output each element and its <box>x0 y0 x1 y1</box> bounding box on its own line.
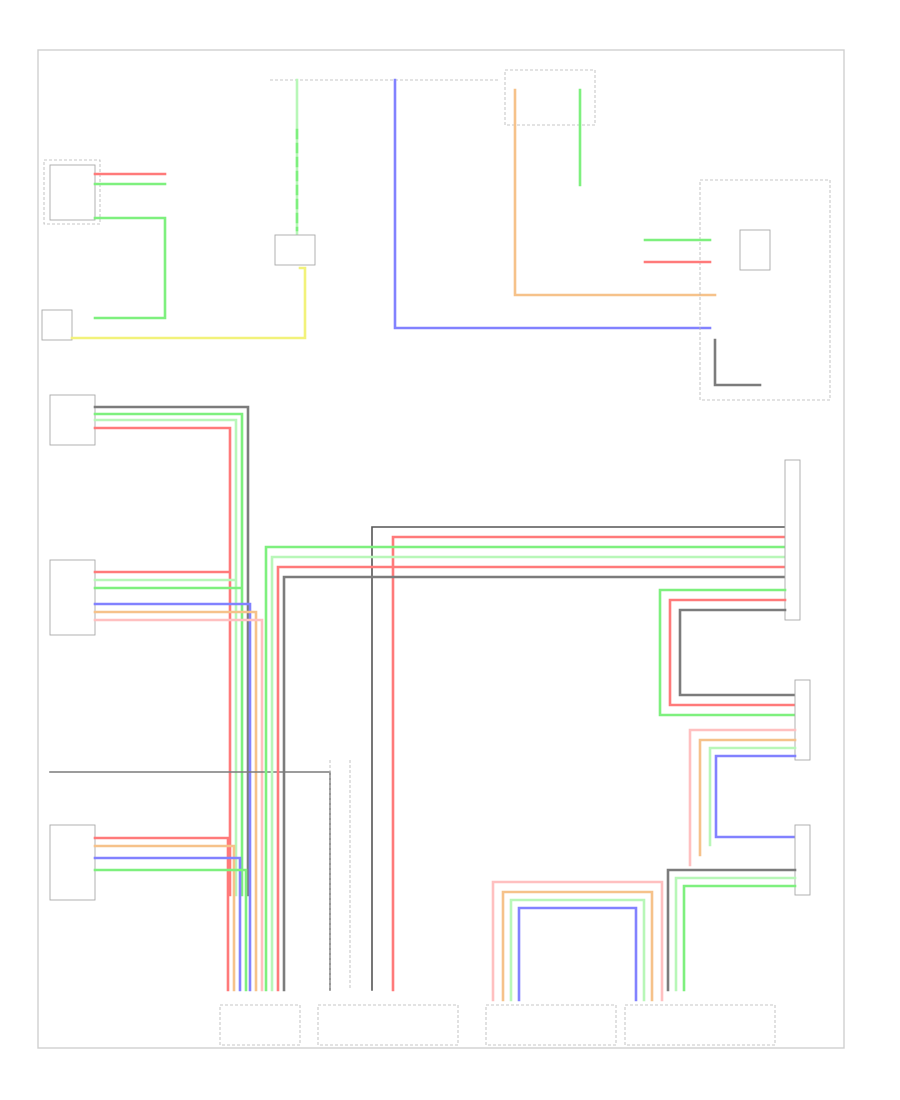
wire-orange-bottom-loop <box>501 890 654 1002</box>
wire-green-1 <box>93 412 244 897</box>
right-connector-lower <box>794 824 811 896</box>
left-sensor <box>41 309 73 341</box>
left-sensor-upper <box>49 394 96 446</box>
right-connector-upper <box>784 459 801 621</box>
wire-green-3 <box>93 868 248 992</box>
wire-green-loop <box>93 216 167 320</box>
wire-orange <box>513 88 717 297</box>
bottom-connector-left <box>219 1004 301 1046</box>
wire-gray-right-loop <box>678 608 797 697</box>
wire-lightgreen-1 <box>93 418 238 897</box>
wire-orange-3 <box>93 844 236 992</box>
wire-gray-bus <box>282 575 787 992</box>
wire-lightgreen-bus <box>270 555 787 992</box>
wire-lightgreen-bottom-loop <box>509 898 646 1002</box>
wire-pink-bottom-loop <box>491 880 664 1002</box>
right-connector-middle <box>794 679 811 761</box>
bottom-connector-mid <box>317 1004 459 1046</box>
wire-black-bus <box>371 526 786 991</box>
wire-red-bus-2 <box>276 565 787 992</box>
wire-gray-right <box>713 338 762 387</box>
wire-lightgreen-right-bottom <box>674 876 797 992</box>
wire-green-bus <box>264 545 787 992</box>
left-sensor-lower <box>49 824 96 901</box>
wire-pink-2 <box>93 618 264 992</box>
wire-blue-right <box>714 754 797 839</box>
wire-orange-right <box>698 738 797 857</box>
wire-red-1 <box>93 426 232 897</box>
right-module <box>699 179 831 401</box>
wire-yellow <box>70 266 307 340</box>
wire-blue-2 <box>93 602 252 992</box>
wire-blue-top <box>393 78 712 330</box>
diagram-frame <box>37 49 845 1049</box>
switch-component <box>274 234 316 266</box>
wire-red-right-loop <box>668 598 797 707</box>
wire-blue-3 <box>93 856 242 992</box>
bottom-connector-center <box>485 1004 617 1046</box>
wire-red-bus <box>391 535 787 992</box>
wire-pink-right <box>688 728 797 867</box>
top-left-component <box>43 159 101 225</box>
left-sensor-middle <box>49 559 96 636</box>
wire-blue-bottom-loop <box>517 906 638 1002</box>
wire-red-3 <box>93 836 230 992</box>
top-right-dashed-box <box>504 69 596 126</box>
wire-green-right-loop <box>658 588 797 717</box>
wire-gray-right-bottom <box>666 868 797 992</box>
wire-lightgreen-right <box>708 746 797 847</box>
wire-orange-2 <box>93 610 258 992</box>
bottom-connector-right <box>624 1004 776 1046</box>
wire-gray-1 <box>93 405 250 897</box>
center-dashed-lines <box>329 760 351 990</box>
wire-green-right-bottom <box>682 884 797 992</box>
